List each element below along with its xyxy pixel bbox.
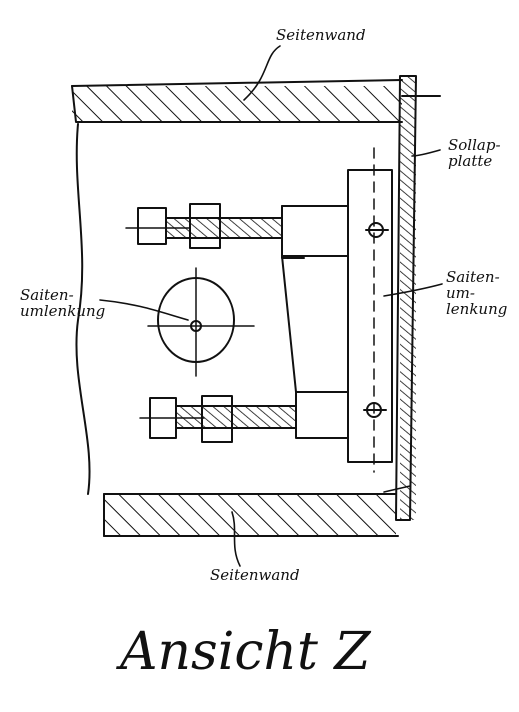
label-deflection-left: Saiten- umlenkung xyxy=(20,286,106,320)
label-deflection-right: Saiten- um- lenkung xyxy=(446,268,508,318)
upper-bolt xyxy=(125,203,283,249)
view-title: Ansicht Z xyxy=(120,622,371,682)
leader-lines xyxy=(99,45,443,567)
base-plate xyxy=(395,75,417,521)
label-side-wall-bottom: Seitenwand xyxy=(210,566,300,584)
lower-bolt xyxy=(139,395,297,443)
label-side-wall-top: Seitenwand xyxy=(276,26,366,44)
bracket xyxy=(281,205,349,439)
housing-left-edge xyxy=(75,123,91,495)
mounting-bar xyxy=(347,147,393,473)
deflection-wheel xyxy=(147,267,255,377)
label-base-plate: Sollap- platte xyxy=(448,136,501,170)
side-wall-bottom xyxy=(103,493,399,537)
